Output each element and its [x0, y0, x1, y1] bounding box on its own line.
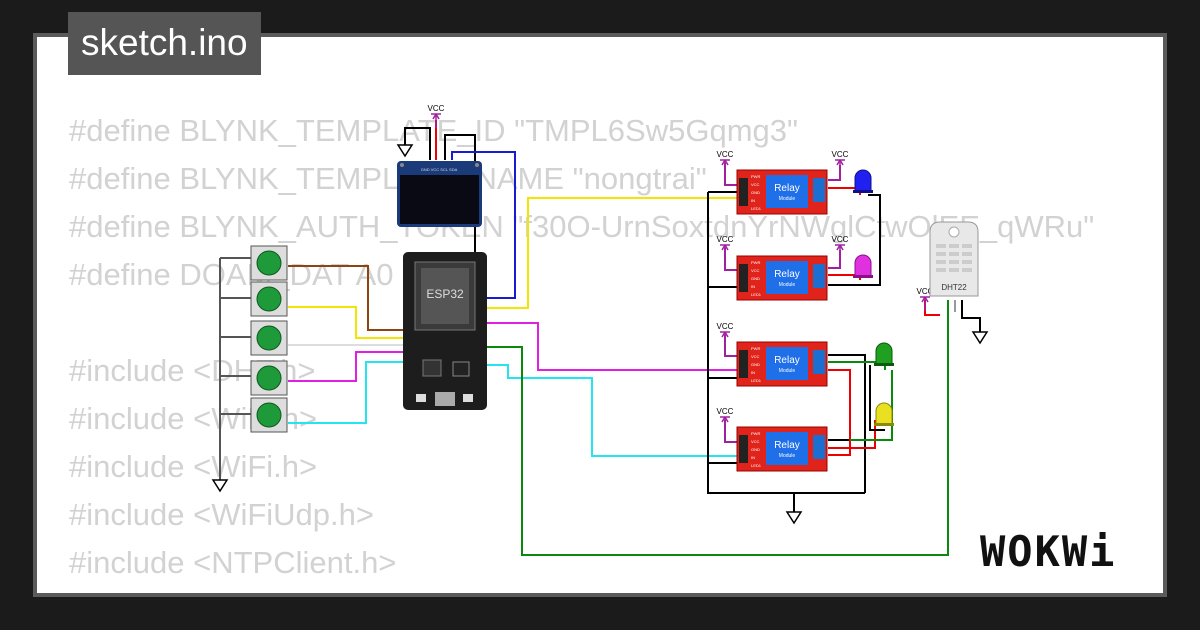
relay-sublabel: Module [779, 453, 796, 459]
blue-led[interactable] [853, 169, 873, 193]
relay-pin: LED1 [751, 206, 762, 211]
relay-module[interactable]: Relay Module PWR VCC GND IN LED1 [736, 255, 828, 301]
vcc-label: VCC [717, 235, 734, 244]
relay-pin: GND [751, 362, 760, 367]
vcc-label: VCC [717, 407, 734, 416]
relay-pin: PWR [751, 346, 760, 351]
code-line: #include <WiFiUdp.h> [69, 497, 374, 532]
relay-pin: LED1 [751, 463, 762, 468]
relay-module[interactable]: Relay Module PWR VCC GND IN LED1 [736, 341, 828, 387]
yellow-led[interactable] [874, 402, 894, 426]
ground-symbols [212, 144, 988, 524]
relay-label: Relay [774, 355, 800, 366]
relay-module[interactable]: Relay Module PWR VCC GND IN LED1 [736, 169, 828, 215]
code-line: #define BLYNK_TEMPLATE_ID "TMPL6Sw5Gqmg3… [69, 113, 798, 148]
relay-pin: PWR [751, 174, 760, 179]
relay-pin: PWR [751, 260, 760, 265]
vcc-label: VCC [832, 235, 849, 244]
vcc-label: VCC [717, 150, 734, 159]
esp32-label: ESP32 [426, 287, 464, 301]
wokwi-logo-text: WOKWi [980, 527, 1116, 576]
vcc-symbols: VCC VCC VCC VCC VCC VCC VCC VCC [428, 104, 934, 432]
relay-module[interactable]: Relay Module PWR VCC GND IN LED1 [736, 426, 828, 472]
relay-pin: PWR [751, 431, 760, 436]
push-button[interactable] [250, 360, 288, 396]
relay-pin: VCC [751, 354, 760, 359]
oled-display[interactable]: GND VCC SCL SDA [397, 161, 482, 227]
relay-pin: IN [751, 455, 755, 460]
preview-frame: #define BLYNK_TEMPLATE_ID "TMPL6Sw5Gqmg3… [33, 33, 1167, 597]
vcc-label: VCC [917, 287, 934, 296]
code-line: #include <NTPClient.h> [69, 545, 397, 580]
dht22-label: DHT22 [941, 283, 967, 292]
relay-pin: GND [751, 276, 760, 281]
relay-pin: IN [751, 284, 755, 289]
relay-label: Relay [774, 269, 800, 280]
relay-sublabel: Module [779, 368, 796, 374]
push-button[interactable] [250, 397, 288, 433]
wokwi-logo-graphic: WOKWi [980, 527, 1116, 576]
esp32-board[interactable]: ESP32 [403, 252, 487, 410]
relay-pin: IN [751, 198, 755, 203]
code-line: #define BLYNK_AUTH_TOKEN "f30O-UrnSoxtdn… [69, 209, 1095, 244]
relay-sublabel: Module [779, 282, 796, 288]
code-line: #include <WiFi.h> [69, 449, 318, 484]
push-button[interactable] [250, 281, 288, 317]
code-line: #define BLYNK_TEMPLATE_NAME "nongtrai" [69, 161, 707, 196]
vcc-label: VCC [832, 150, 849, 159]
relay-label: Relay [774, 183, 800, 194]
relay-pin: VCC [751, 182, 760, 187]
relay-pin: VCC [751, 268, 760, 273]
vcc-label: VCC [717, 322, 734, 331]
file-tab[interactable]: sketch.ino [68, 12, 261, 75]
leds [853, 169, 894, 426]
relay-sublabel: Module [779, 196, 796, 202]
oled-pin-labels: GND VCC SCL SDA [421, 167, 458, 172]
relay-pin: LED1 [751, 292, 762, 297]
relay-label: Relay [774, 440, 800, 451]
relay-pin: LED1 [751, 378, 762, 383]
code-line: #define DOAM_DAT A0 [69, 257, 394, 292]
push-buttons [250, 245, 288, 433]
push-button[interactable] [250, 245, 288, 281]
relay-pin: IN [751, 370, 755, 375]
vcc-label: VCC [428, 104, 445, 113]
green-led[interactable] [874, 342, 894, 366]
relay-pin: GND [751, 447, 760, 452]
relay-pin: GND [751, 190, 760, 195]
dht22-sensor[interactable]: DHT22 [929, 221, 979, 297]
relay-modules: Relay Module PWR VCC GND IN LED1 Relay M… [736, 169, 828, 472]
relay-pin: VCC [751, 439, 760, 444]
magenta-led[interactable] [853, 254, 873, 278]
push-button[interactable] [250, 320, 288, 356]
wokwi-logo: WOKWi [976, 520, 1151, 585]
code-background: #define BLYNK_TEMPLATE_ID "TMPL6Sw5Gqmg3… [69, 107, 1095, 593]
